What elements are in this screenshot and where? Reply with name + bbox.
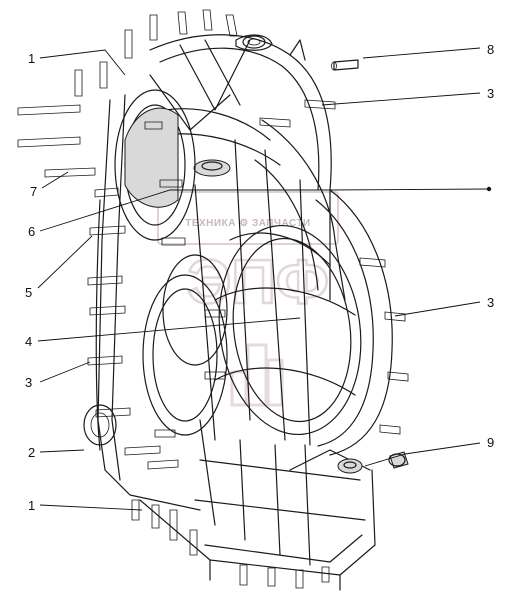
- leader-3-right: [394, 301, 481, 317]
- leader-2: [39, 449, 85, 453]
- watermark-brand-text: ТЕХНИКА ⚙ ЗАПЧАСТИ: [185, 218, 311, 229]
- leader-6: [39, 188, 490, 232]
- watermark-logo-letters: ЭПФ: [187, 248, 329, 317]
- gearbox-housing: [17, 9, 492, 591]
- leader-1-top: [39, 49, 126, 76]
- callout-3-right: 3: [487, 295, 494, 310]
- callout-1-bottom: 1: [28, 498, 35, 513]
- callout-2: 2: [28, 445, 35, 460]
- pin-part-8: [331, 59, 359, 71]
- callout-8: 8: [487, 42, 494, 57]
- leader-lines: [37, 47, 490, 511]
- stud-bolts: [17, 9, 409, 589]
- callout-1-top: 1: [28, 51, 35, 66]
- leader-3-left: [39, 361, 91, 383]
- leader-5: [37, 235, 93, 289]
- callout-4: 4: [25, 334, 32, 349]
- leader-1-bottom: [39, 504, 143, 511]
- leader-7: [41, 171, 69, 189]
- callout-7: 7: [30, 184, 37, 199]
- watermark: ТЕХНИКА ⚙ ЗАПЧАСТИ ЭПФ: [157, 191, 339, 407]
- plug-part-9: [388, 451, 409, 469]
- leader-3-top: [321, 92, 481, 106]
- leader-9: [364, 442, 481, 467]
- callout-labels: 1 8 3 7 6 5 3 4 3 2 9 1: [25, 42, 494, 513]
- leader-4: [37, 317, 301, 342]
- leader-8: [362, 47, 481, 59]
- callout-3-left: 3: [25, 375, 32, 390]
- callout-3-top: 3: [487, 86, 494, 101]
- callout-6: 6: [28, 224, 35, 239]
- watermark-frame: [157, 191, 339, 245]
- callout-5: 5: [25, 285, 32, 300]
- callout-9: 9: [487, 435, 494, 450]
